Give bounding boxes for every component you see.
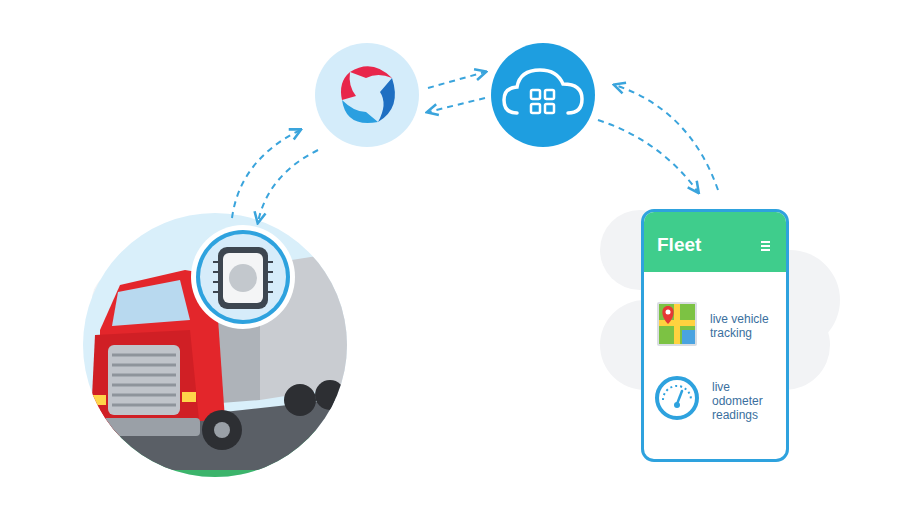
feature-label: live odometer readings	[712, 380, 778, 422]
truck-scene	[60, 200, 380, 500]
platform-logo	[315, 43, 419, 147]
phone-screen: Fleet live vehicle tracking live odometer …	[641, 209, 789, 462]
tracker-device	[191, 225, 295, 329]
feature-label: live vehicle tracking	[710, 312, 784, 340]
cloud-service	[491, 43, 595, 147]
app-title: Fleet	[657, 234, 757, 256]
data-flow-arrow	[232, 72, 718, 222]
